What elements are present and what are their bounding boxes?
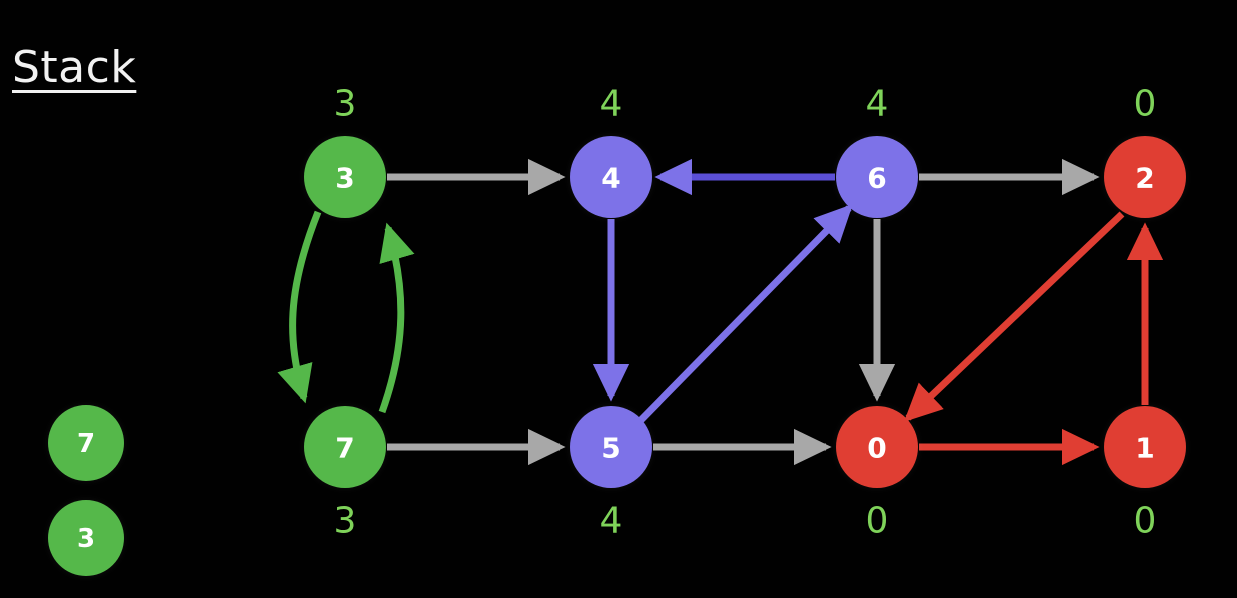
graph-node-6-ext-label: 4 [866, 84, 889, 125]
graph-node-5-value: 5 [601, 432, 620, 465]
edge-layer [277, 158, 1164, 466]
graph-node-4-ext-label: 4 [600, 84, 623, 125]
graph-node-4-value: 4 [601, 162, 620, 195]
graph-node-2-value: 2 [1135, 162, 1154, 195]
graph-node-6[interactable]: 6 [836, 136, 918, 218]
graph-node-7-value: 7 [335, 432, 354, 465]
stack-item-top-value: 7 [77, 429, 95, 459]
graph-node-7[interactable]: 7 [304, 406, 386, 488]
edge-2-to-0 [903, 211, 1125, 422]
graph-node-0-ext-label: 0 [866, 501, 889, 542]
graph-node-5-ext-label: 4 [600, 501, 623, 542]
graph-node-2[interactable]: 2 [1104, 136, 1186, 218]
page-title: Stack [12, 42, 137, 93]
graph-node-0-value: 0 [867, 432, 886, 465]
stack-item-bottom[interactable]: 3 [48, 500, 124, 576]
edge-5-to-6 [638, 204, 853, 423]
graph-node-5[interactable]: 5 [570, 406, 652, 488]
graph-node-1-value: 1 [1135, 432, 1154, 465]
graph-node-6-value: 6 [867, 162, 886, 195]
graph-node-3[interactable]: 3 [304, 136, 386, 218]
graph-node-1[interactable]: 1 [1104, 406, 1186, 488]
edge-3-to-7 [277, 210, 322, 404]
node-layer: 3 3 4 4 6 4 2 0 7 3 [304, 84, 1186, 542]
graph-node-4[interactable]: 4 [570, 136, 652, 218]
stack-item-top[interactable]: 7 [48, 405, 124, 481]
stack-panel: 7 3 [48, 405, 124, 576]
graph-node-3-value: 3 [335, 162, 354, 195]
edge-7-to-3 [378, 222, 415, 414]
graph-node-1-ext-label: 0 [1134, 501, 1157, 542]
graph-node-7-ext-label: 3 [334, 501, 357, 542]
stack-item-bottom-value: 3 [77, 524, 95, 554]
graph-node-2-ext-label: 0 [1134, 84, 1157, 125]
graph-node-3-ext-label: 3 [334, 84, 357, 125]
graph-node-0[interactable]: 0 [836, 406, 918, 488]
